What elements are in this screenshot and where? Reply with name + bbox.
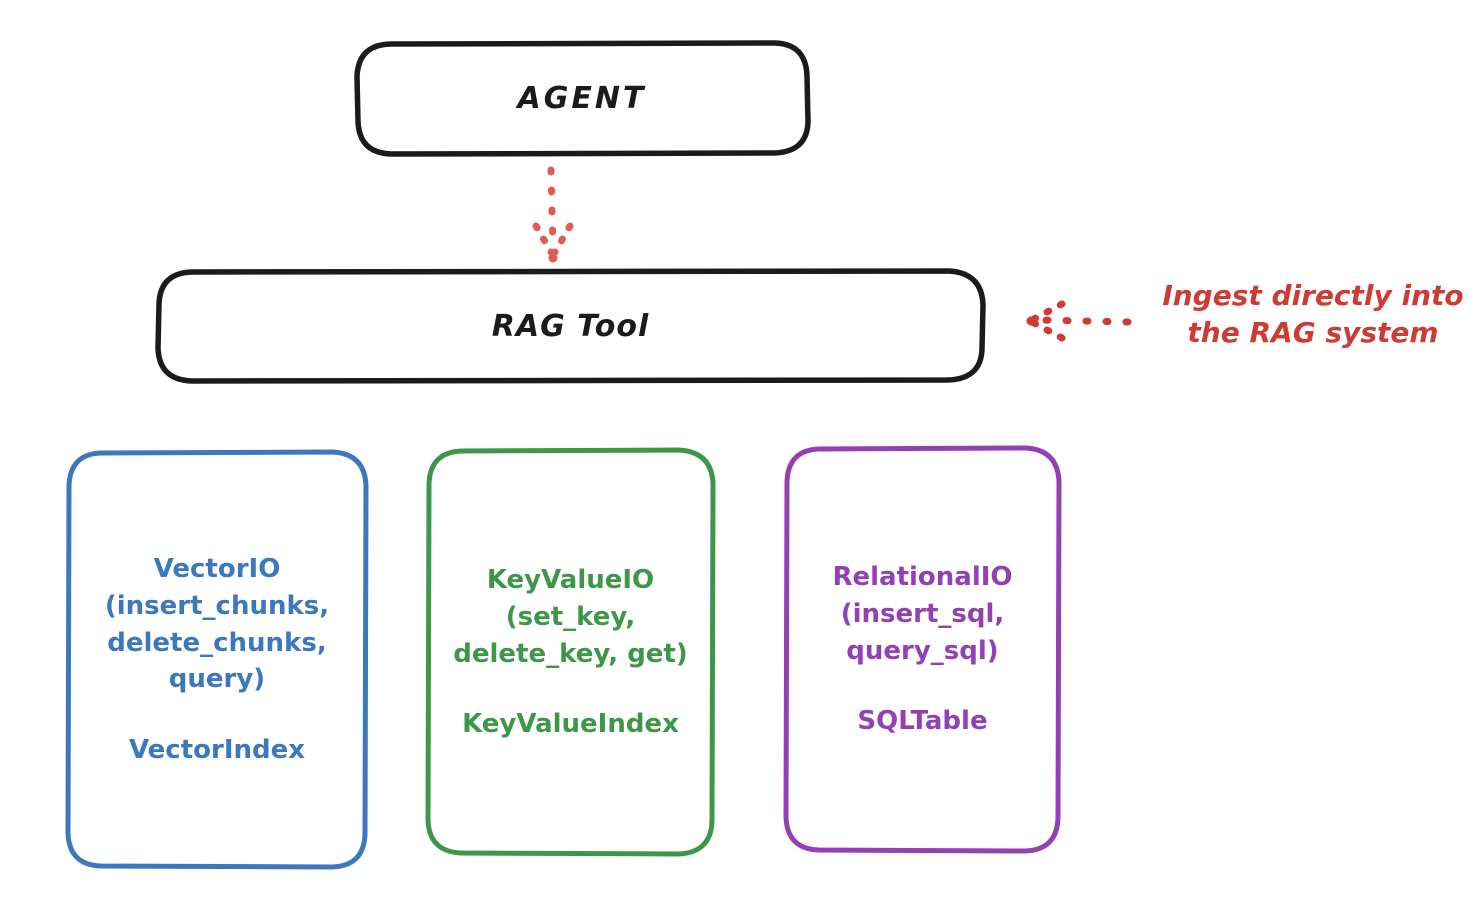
node-agent[interactable]: AGENT: [357, 42, 807, 154]
node-vector-io[interactable]: VectorIO (insert_chunks, delete_chunks, …: [68, 452, 366, 868]
key-value-io-api-label: KeyValueIO (set_key, delete_key, get): [453, 564, 688, 669]
agent-to-rag-tool-connector: [532, 166, 574, 263]
vector-io-box-outline: [65, 449, 369, 870]
relational-io-api-label: RelationalIO (insert_sql, query_sql): [832, 561, 1013, 666]
rag-tool-box-outline: [155, 268, 986, 384]
key-value-index-label: KeyValueIndex: [462, 709, 679, 740]
agent-label: AGENT: [517, 80, 647, 116]
rag-tool-label: RAG Tool: [491, 308, 650, 344]
node-rag-tool[interactable]: RAG Tool: [158, 271, 983, 381]
node-relational-io[interactable]: RelationalIO (insert_sql, query_sql) SQL…: [786, 448, 1059, 851]
node-key-value-io[interactable]: KeyValueIO (set_key, delete_key, get) Ke…: [428, 450, 713, 855]
key-value-io-box-outline: [425, 447, 716, 857]
ingest-to-rag-tool-connector: [1026, 300, 1132, 342]
agent-box-outline: [354, 40, 811, 157]
ingest-annotation: Ingest directly into the RAG system: [1162, 279, 1464, 349]
vector-io-api-label: VectorIO (insert_chunks, delete_chunks, …: [104, 553, 330, 695]
vector-index-label: VectorIndex: [128, 735, 306, 766]
sql-table-label: SQLTable: [857, 706, 988, 737]
relational-io-box-outline: [783, 445, 1062, 854]
